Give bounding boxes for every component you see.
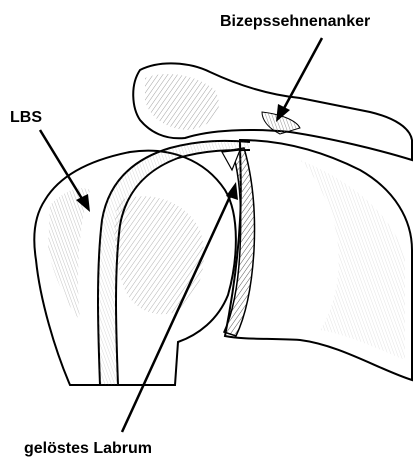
label-labrum: gelöstes Labrum: [24, 441, 152, 457]
label-biceps-anchor: Bizepssehnenanker: [220, 14, 370, 30]
label-lbs: LBS: [10, 110, 42, 126]
